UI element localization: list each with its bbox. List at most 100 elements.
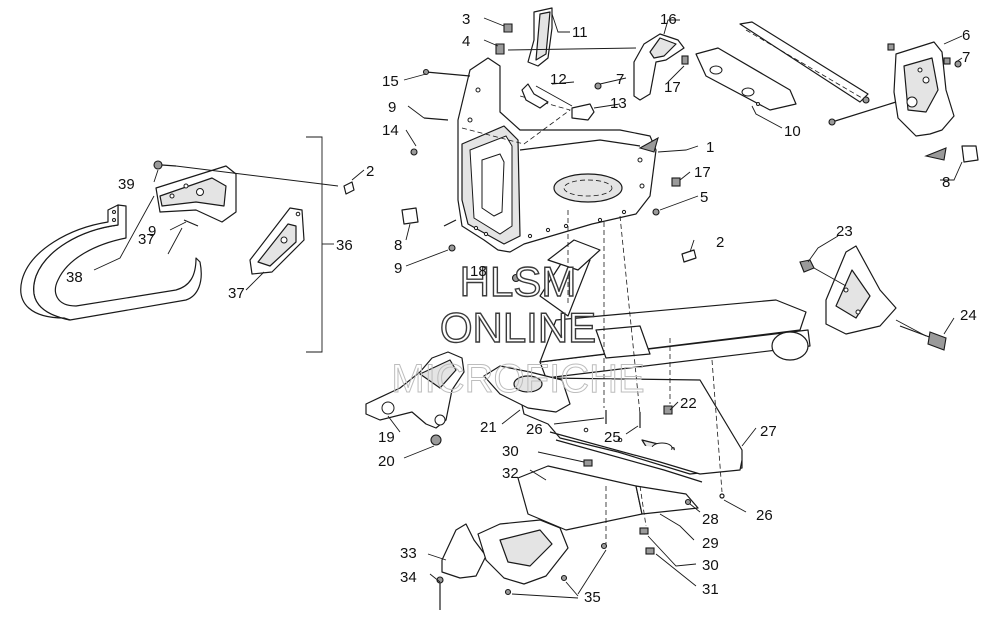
callout-10: 10 xyxy=(784,123,801,140)
callout-27: 27 xyxy=(760,423,777,440)
nut-31 xyxy=(645,547,655,555)
callout-25: 25 xyxy=(604,429,621,446)
bracket-13 xyxy=(571,103,595,121)
callout-8-left: 8 xyxy=(394,237,402,254)
bumper-mount-bracket-37a xyxy=(155,165,237,223)
callout-37-upper: 37 xyxy=(138,231,155,248)
bracket-11 xyxy=(527,7,553,67)
callout-24: 24 xyxy=(960,307,977,324)
callout-38: 38 xyxy=(66,269,83,286)
callout-11: 11 xyxy=(572,24,588,41)
callout-29: 29 xyxy=(702,535,719,552)
bushing-12 xyxy=(521,83,549,109)
rivet-35a xyxy=(600,542,608,550)
watermark: HLSM ONLINE MICROFICHE xyxy=(391,257,645,401)
clip-30-upper xyxy=(583,459,593,467)
bracket-group-bracket xyxy=(306,136,334,353)
watermark-line-2: ONLINE xyxy=(440,304,596,351)
callout-21: 21 xyxy=(480,419,497,436)
bolt-18 xyxy=(511,273,521,283)
callout-7-mid: 7 xyxy=(616,71,624,88)
rivet-9-upper xyxy=(423,117,449,121)
rivet-26-right xyxy=(719,493,725,499)
callout-22: 22 xyxy=(680,395,697,412)
rivet-14 xyxy=(410,148,418,156)
callout-31: 31 xyxy=(702,581,719,598)
callout-leaders xyxy=(93,13,963,599)
nut-30-lower xyxy=(639,527,649,535)
callout-9-lower: 9 xyxy=(394,260,402,277)
callout-34: 34 xyxy=(400,569,417,586)
rivet-35c xyxy=(504,588,512,596)
nut-22 xyxy=(663,405,673,415)
callout-17-mid: 17 xyxy=(694,164,711,181)
callout-28: 28 xyxy=(702,511,719,528)
callout-23: 23 xyxy=(836,223,853,240)
callout-36: 36 xyxy=(336,237,353,254)
clip-2-bumper xyxy=(343,181,355,195)
nut-23 xyxy=(799,259,815,273)
a-arm-bracket-19 xyxy=(365,351,465,429)
pad-8-left xyxy=(401,207,419,225)
callout-19: 19 xyxy=(378,429,395,446)
bumper-pad-8-right xyxy=(961,145,979,163)
callout-labels: 1 2 2 2 3 4 5 6 7 7 8 8 9 9 9 10 11 12 1… xyxy=(66,11,977,606)
rivet-9-lower xyxy=(443,219,457,252)
callout-18: 18 xyxy=(470,263,487,280)
callout-9-upper: 9 xyxy=(388,99,396,116)
callout-33: 33 xyxy=(400,545,417,562)
callout-15: 15 xyxy=(382,73,399,90)
callout-20: 20 xyxy=(378,453,395,470)
callout-39: 39 xyxy=(118,176,135,193)
callout-26-right: 26 xyxy=(756,507,773,524)
callout-7-right: 7 xyxy=(962,49,970,66)
screw-7-right xyxy=(954,60,962,68)
rivet-35b xyxy=(560,574,568,582)
callout-30-lower: 30 xyxy=(702,557,719,574)
skid-plate-32 xyxy=(517,465,699,531)
callout-26-left: 26 xyxy=(526,421,543,438)
watermark-line-3: MICROFICHE xyxy=(391,357,644,401)
screw-5 xyxy=(652,208,660,216)
front-bulkhead-1 xyxy=(457,57,657,253)
callout-3: 3 xyxy=(462,11,470,28)
callout-16: 16 xyxy=(660,11,677,28)
skid-plate-strip xyxy=(549,431,743,483)
callout-6: 6 xyxy=(962,27,970,44)
callout-35: 35 xyxy=(584,589,601,606)
bolt-right-hitch xyxy=(828,101,897,126)
bracket-33 xyxy=(441,519,569,585)
bumper-38 xyxy=(20,204,202,321)
gusset-21 xyxy=(483,365,571,413)
grommet-17-top xyxy=(681,55,689,65)
watermark-line-1: HLSM xyxy=(460,258,577,305)
reference-arrow-1 xyxy=(638,136,659,153)
callout-37-lower: 37 xyxy=(228,285,245,302)
screw-3 xyxy=(503,23,513,33)
callout-2-mid: 2 xyxy=(716,234,724,251)
callout-13: 13 xyxy=(610,95,627,112)
callout-12: 12 xyxy=(550,71,567,88)
frame-main-rail xyxy=(539,299,811,379)
frame-bracket-right xyxy=(825,245,897,335)
callout-32: 32 xyxy=(502,465,519,482)
mount-plate-top-right xyxy=(739,21,870,104)
callout-8-right: 8 xyxy=(942,174,950,191)
bumper-mount-bracket-37b xyxy=(249,207,305,275)
rivet-9-bumper xyxy=(183,219,199,227)
clip-2-mid xyxy=(681,249,697,263)
bolt-15 xyxy=(422,68,471,77)
callout-4: 4 xyxy=(462,33,470,50)
grommet-17-mid xyxy=(671,177,681,187)
bolt-39 xyxy=(153,160,177,170)
callout-5: 5 xyxy=(700,189,708,206)
shield-16 xyxy=(633,33,685,101)
nut-4 xyxy=(495,43,505,55)
callout-14: 14 xyxy=(382,122,399,139)
plate-10 xyxy=(695,47,797,111)
nut-20 xyxy=(430,434,442,446)
bolt-24 xyxy=(899,325,947,351)
bracket-6 xyxy=(887,41,955,161)
